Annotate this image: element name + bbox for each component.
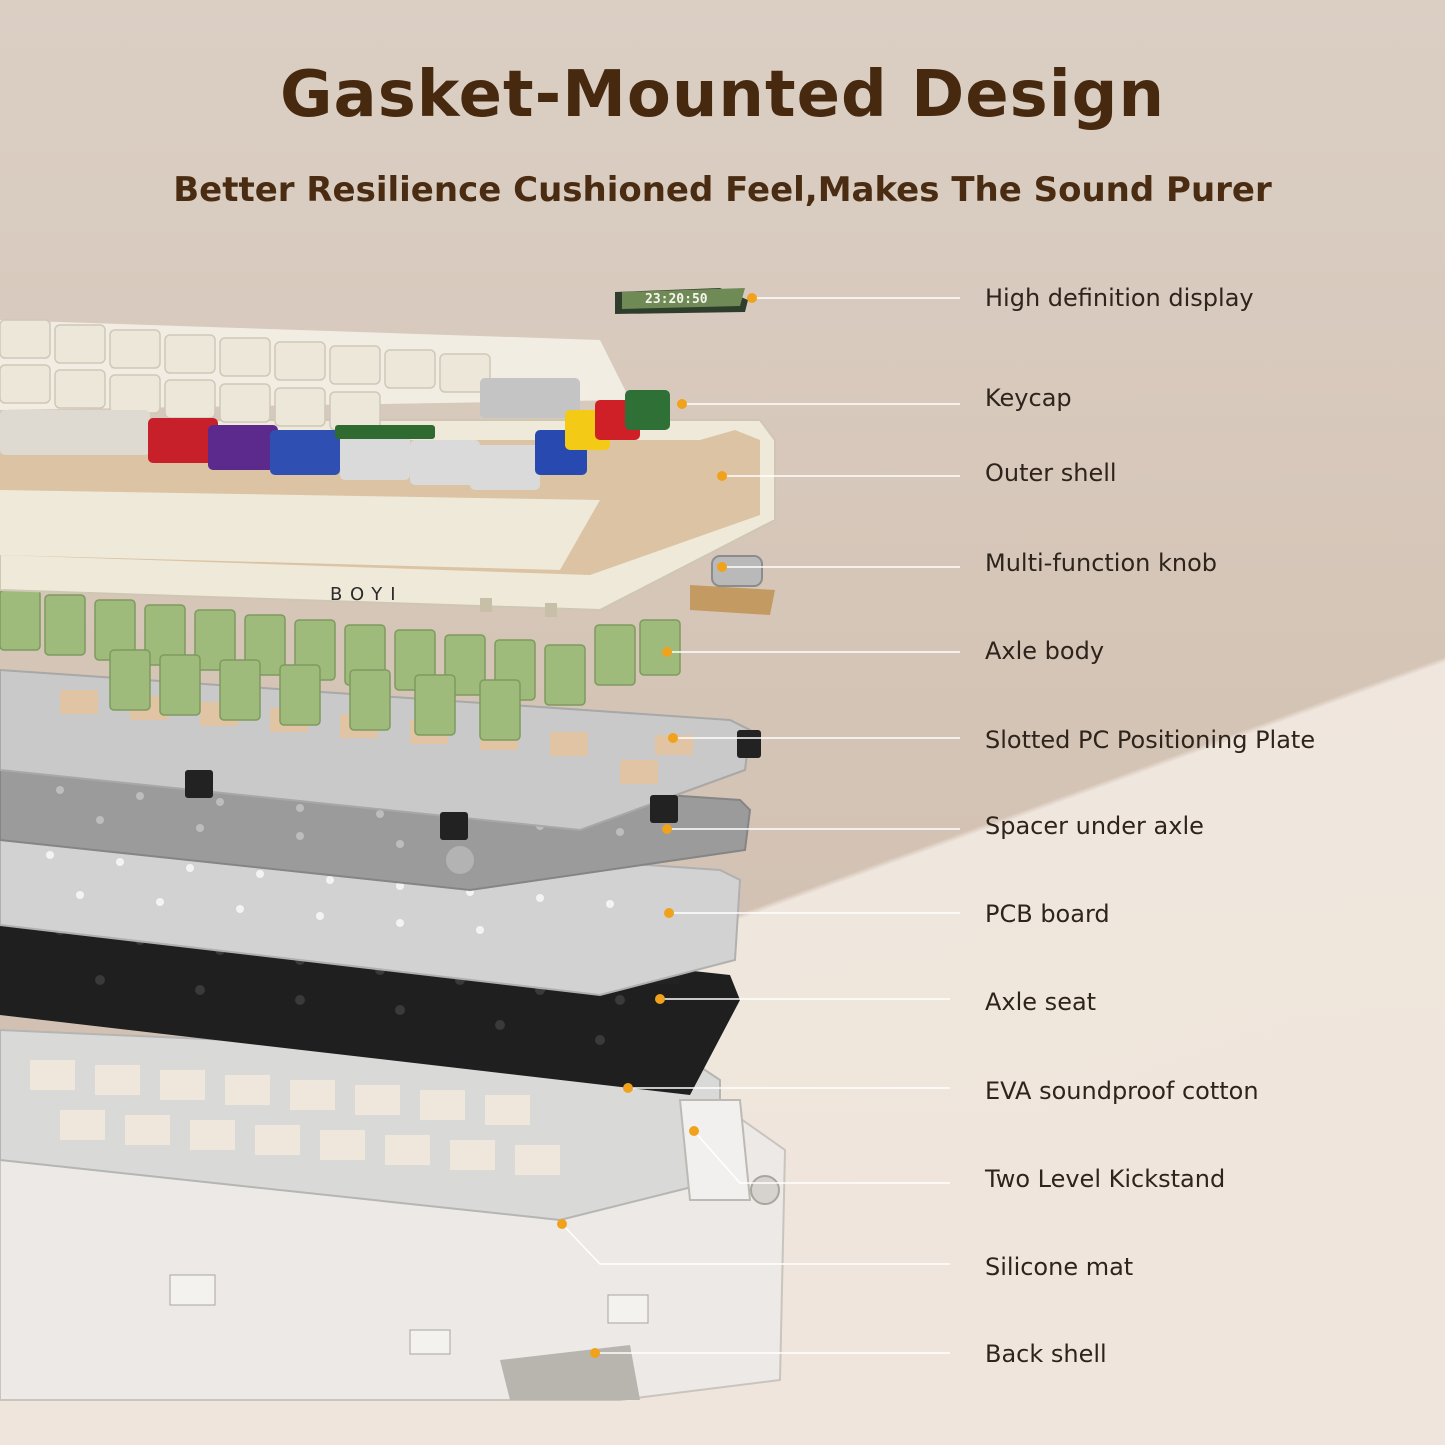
label-axle-body: Axle body xyxy=(985,637,1105,665)
callout-lines xyxy=(561,297,960,1354)
label-back-shell: Back shell xyxy=(985,1340,1107,1368)
page-subtitle: Better Resilience Cushioned Feel,Makes T… xyxy=(173,170,1272,210)
brand-logo: BOYI xyxy=(330,584,404,605)
label-eva-soundproof-cotton: EVA soundproof cotton xyxy=(985,1077,1259,1105)
label-spacer-under-axle: Spacer under axle xyxy=(985,812,1204,840)
label-two-level-kickstand: Two Level Kickstand xyxy=(985,1165,1226,1193)
keycaps-graphic xyxy=(0,319,670,490)
label-silicone-mat: Silicone mat xyxy=(985,1253,1134,1281)
label-keycap: Keycap xyxy=(985,384,1072,412)
label-pc-positioning-plate: Slotted PC Positioning Plate xyxy=(985,726,1316,754)
label-pcb-board: PCB board xyxy=(985,900,1110,928)
display-graphic: 23:20:50 xyxy=(615,288,748,314)
label-high-definition-display: High definition display xyxy=(985,284,1254,312)
label-outer-shell: Outer shell xyxy=(985,459,1117,487)
page-title: Gasket-Mounted Design xyxy=(279,58,1166,132)
label-multi-function-knob: Multi-function knob xyxy=(985,549,1218,577)
switches-graphic xyxy=(0,589,681,741)
label-axle-seat: Axle seat xyxy=(985,988,1097,1016)
callout-dots xyxy=(557,293,757,1358)
display-time: 23:20:50 xyxy=(645,292,708,307)
knob-graphic xyxy=(690,555,775,615)
